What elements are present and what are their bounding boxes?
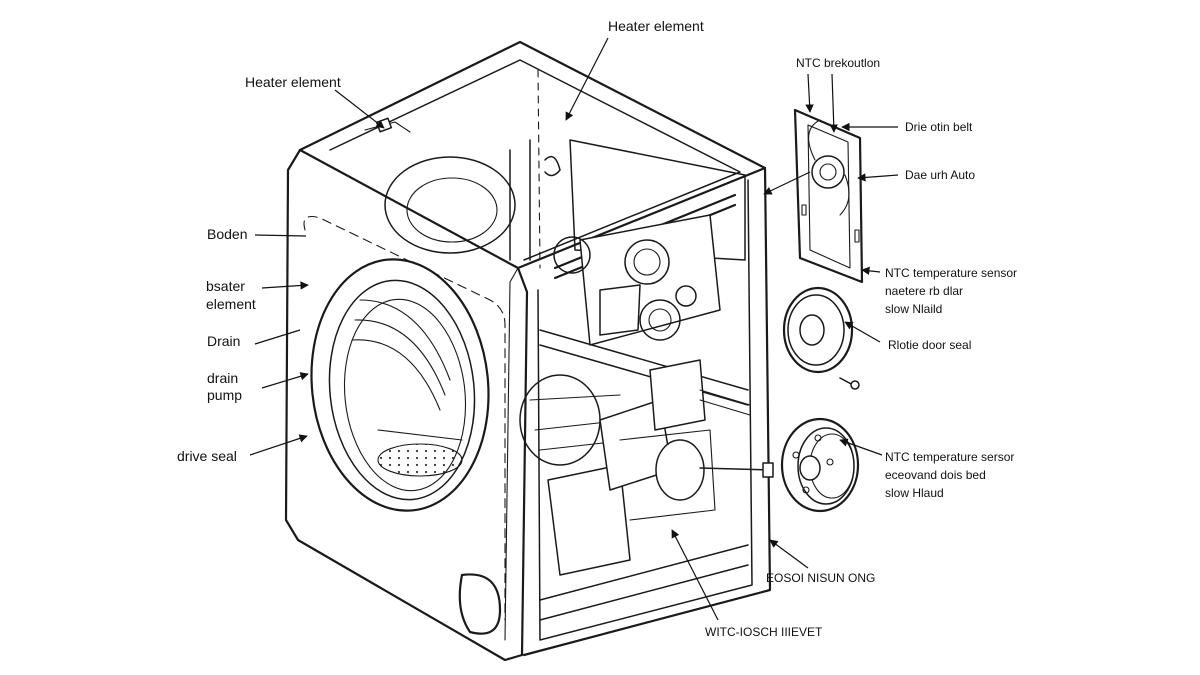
labels: Heater element Heater element Boden bsat… [177,18,1017,639]
label-door-auto: Dae urh Auto [905,168,975,182]
label-drain-pump-line1: drain [207,370,238,386]
door-seal-ring [782,286,860,390]
label-bottom-right: EOSOI NISUN ONG [766,571,875,585]
label-drive-seal: drive seal [177,448,237,464]
label-heater-element-left: Heater element [245,74,341,90]
label-ntc-breakout: NTC brekoutlon [796,56,880,70]
label-drain-pump-line2: pump [207,387,242,403]
label-ntc-sensor-1-line2: naetere rb dlar [885,284,963,298]
leader-lines [249,37,899,621]
label-heater-element-2-line2: element [206,296,256,312]
label-ntc-sensor-1-line1: NTC temperature sensor [885,266,1017,280]
label-ntc-sensor-2-line2: eceovand dois bed [885,468,986,482]
internal-components [519,214,774,576]
porthole-door [310,258,490,512]
label-heater-element-2-line1: bsater [206,278,245,294]
drum [384,139,561,261]
label-drain: Drain [207,333,240,349]
cabinet-top-frame [298,40,767,270]
drain-filter-cap [458,573,502,635]
label-door-seal: Rlotie door seal [888,338,971,352]
label-ntc-sensor-1-line3: slow Nlaild [885,302,942,316]
sensor-bracket [793,108,864,284]
label-bottom-center: WITC-IOSCH IIIEVET [705,625,823,639]
label-heater-element-top: Heater element [608,18,704,34]
label-ntc-sensor-2-line1: NTC temperature sersor [885,450,1014,464]
label-boden: Boden [207,226,247,242]
drive-pulley [780,417,860,513]
label-ntc-sensor-2-line3: slow Hlaud [885,486,944,500]
label-drive-belt: Drie otin belt [905,120,973,134]
